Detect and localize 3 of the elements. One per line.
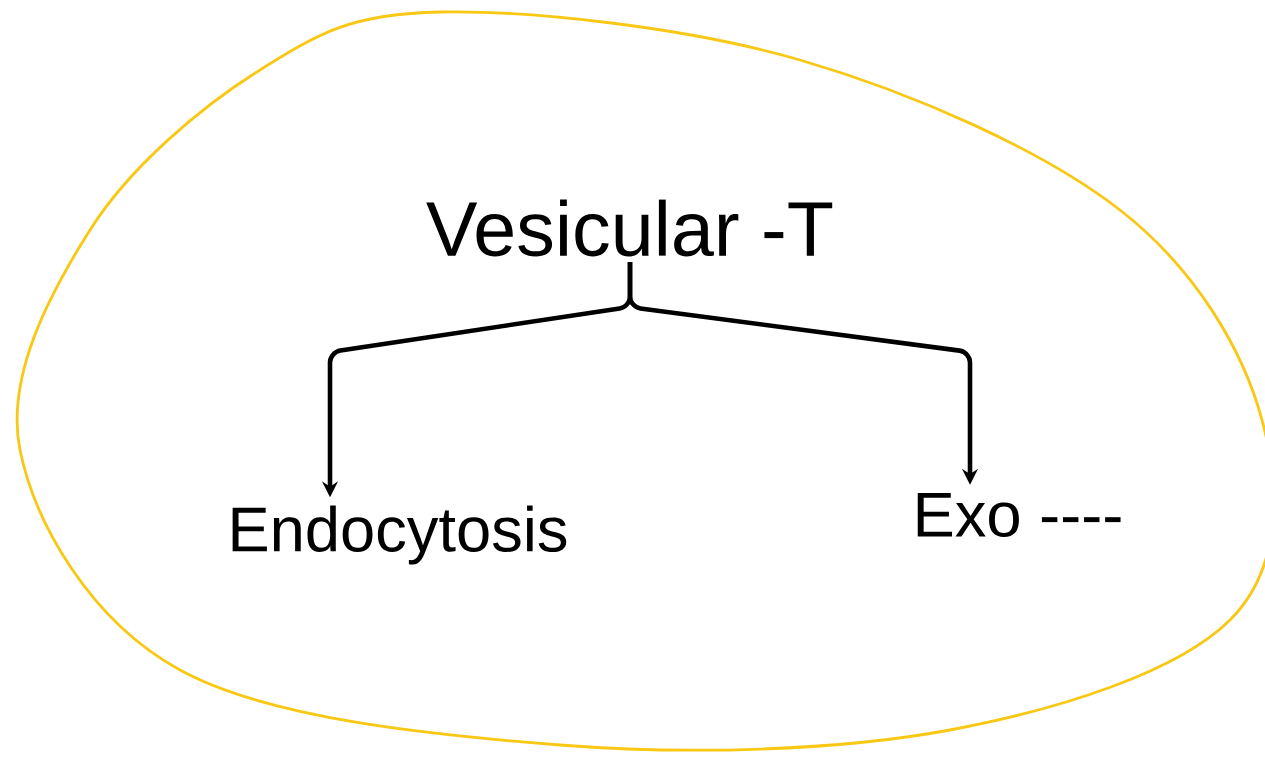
handwritten-label: Exo ----	[917, 492, 1121, 538]
handwritten-label: Endocytosis	[232, 505, 567, 565]
handwritten-label: Vesicular -T	[426, 199, 833, 257]
